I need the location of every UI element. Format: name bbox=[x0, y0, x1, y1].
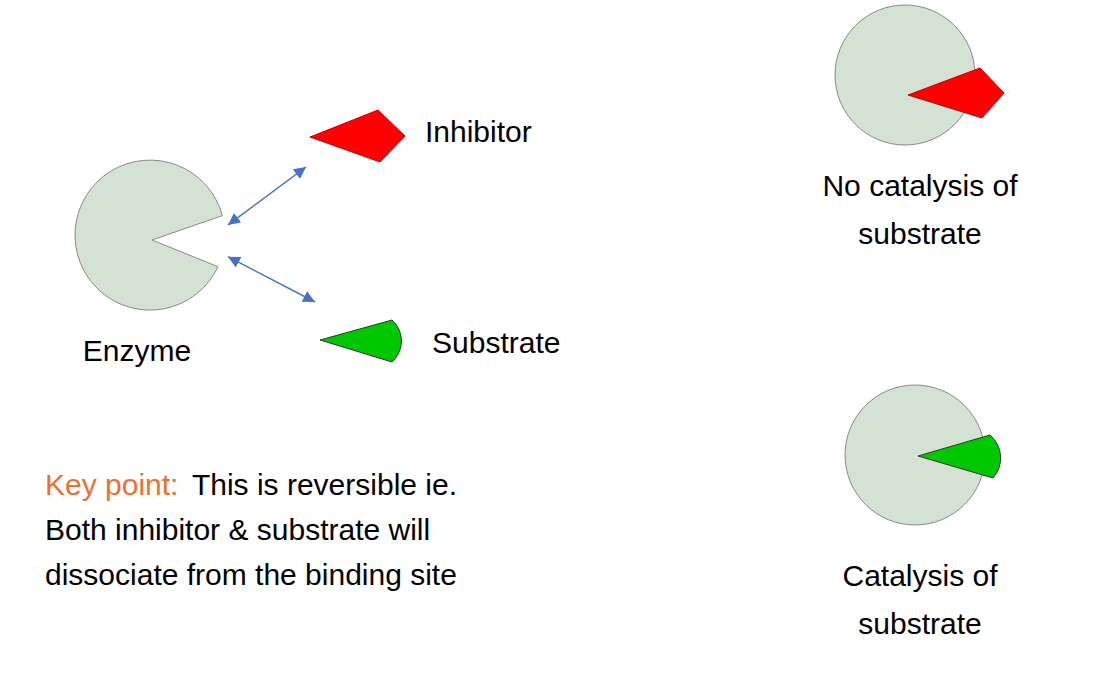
inhibited-complex-shape bbox=[790, 0, 1050, 150]
key-point-note: Key point:This is reversible ie. Both in… bbox=[45, 462, 515, 597]
catalysis-complex-node: Catalysis of substrate bbox=[790, 380, 1052, 650]
inhibited-complex-outline bbox=[908, 68, 1004, 118]
inhibitor-outline bbox=[310, 110, 405, 162]
inhibitor-node: Inhibitor bbox=[306, 105, 577, 167]
substrate-label: Substrate bbox=[432, 319, 597, 367]
binding-arrow bbox=[228, 257, 315, 302]
catalysis-complex-shape bbox=[790, 380, 1050, 530]
catalysis-complex-label: Catalysis of substrate bbox=[790, 552, 1050, 648]
inhibitor-shape bbox=[306, 105, 410, 167]
inhibited-complex-outline bbox=[835, 5, 975, 145]
enzyme-shape bbox=[70, 155, 228, 315]
substrate-node: Substrate bbox=[315, 302, 600, 370]
binding-arrow bbox=[228, 167, 306, 225]
inhibited-complex-label: No catalysis of substrate bbox=[790, 162, 1050, 258]
inhibitor-label: Inhibitor bbox=[425, 108, 575, 156]
inhibited-complex-node: No catalysis of substrate bbox=[790, 0, 1052, 260]
catalysis-complex-outline bbox=[918, 435, 1001, 478]
substrate-shape bbox=[315, 302, 405, 370]
enzyme-node: Enzyme bbox=[70, 150, 228, 377]
enzyme-label: Enzyme bbox=[58, 327, 216, 375]
enzyme-outline bbox=[75, 160, 222, 310]
key-point-heading: Key point: bbox=[45, 468, 178, 501]
substrate-outline bbox=[320, 320, 401, 362]
